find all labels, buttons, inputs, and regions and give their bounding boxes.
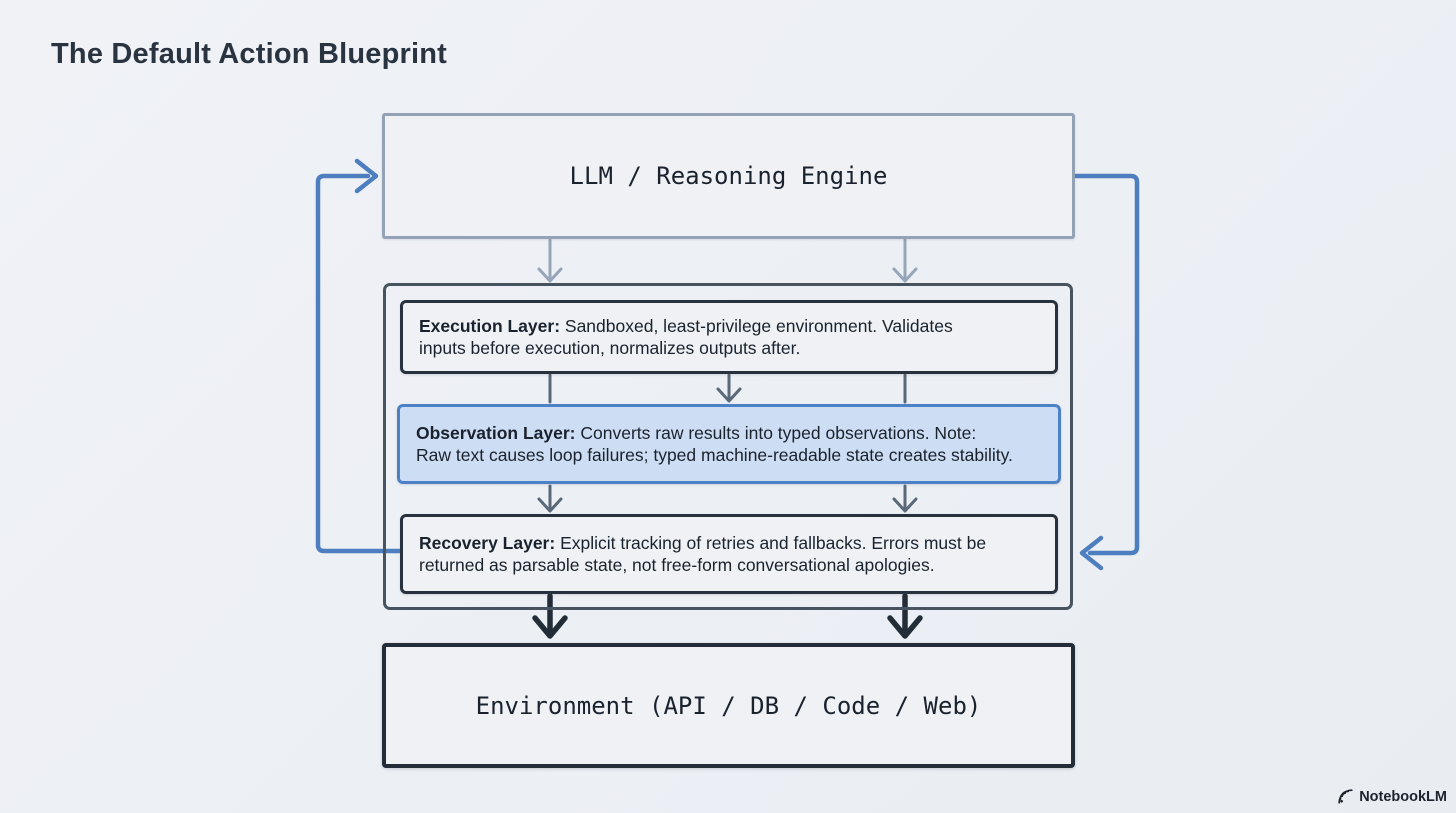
recovery-layer-line2: returned as parsable state, not free-for… bbox=[419, 555, 935, 575]
observation-layer-line1: Observation Layer: Converts raw results … bbox=[416, 422, 977, 443]
feedback-arrow-right bbox=[1073, 173, 1140, 556]
recovery-layer-box: Recovery Layer: Explicit tracking of ret… bbox=[400, 514, 1058, 594]
page-title: The Default Action Blueprint bbox=[51, 38, 448, 70]
observation-layer-line2: Raw text causes loop failures; typed mac… bbox=[416, 445, 1013, 465]
execution-layer-line2: inputs before execution, normalizes outp… bbox=[419, 338, 801, 358]
environment-box-label: Environment (API / DB / Code / Web) bbox=[475, 691, 982, 720]
recovery-layer-line1: Recovery Layer: Explicit tracking of ret… bbox=[419, 532, 987, 553]
feedback-arrow-right-head bbox=[1079, 535, 1104, 571]
execution-layer-line1: Execution Layer: Sandboxed, least-privil… bbox=[419, 315, 953, 336]
notebooklm-logo-icon bbox=[1337, 788, 1354, 805]
llm-reasoning-engine-box: LLM / Reasoning Engine bbox=[382, 113, 1075, 239]
llm-box-label: LLM / Reasoning Engine bbox=[569, 162, 888, 190]
notebooklm-watermark-label: NotebookLM bbox=[1359, 788, 1447, 805]
notebooklm-watermark: NotebookLM bbox=[1337, 788, 1447, 805]
layers-panel bbox=[383, 283, 1073, 610]
environment-box: Environment (API / DB / Code / Web) bbox=[382, 643, 1075, 768]
feedback-arrow-left-head bbox=[354, 158, 379, 194]
llm-to-layers-arrows bbox=[537, 238, 918, 283]
observation-layer-box: Observation Layer: Converts raw results … bbox=[397, 404, 1061, 484]
execution-layer-box: Execution Layer: Sandboxed, least-privil… bbox=[400, 300, 1058, 374]
